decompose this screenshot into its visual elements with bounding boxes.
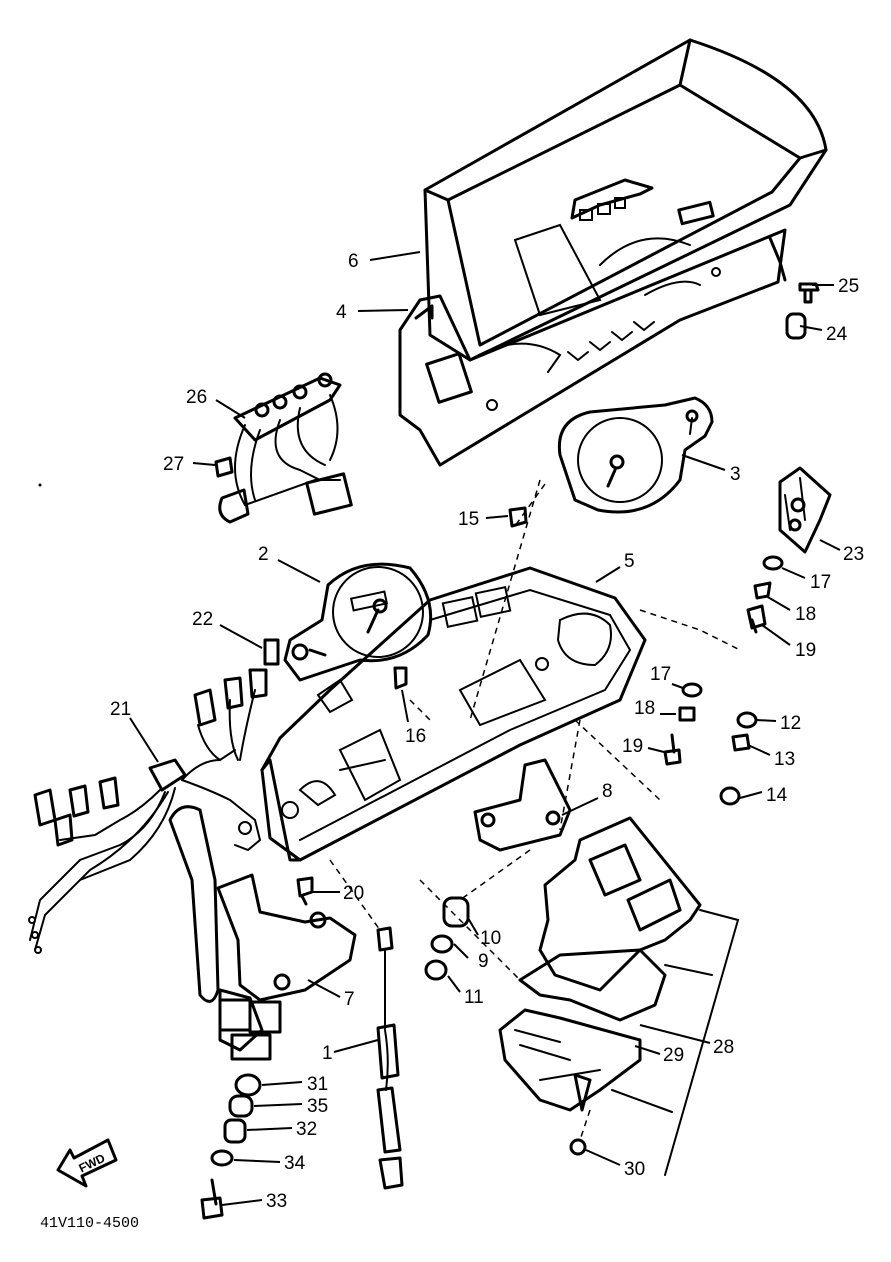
screw-19-right xyxy=(746,604,767,634)
part-label-14: 14 xyxy=(766,785,788,806)
part-label-7: 7 xyxy=(344,989,355,1010)
washer-12 xyxy=(736,711,758,729)
alignment-lines xyxy=(329,479,741,1141)
part-label-11: 11 xyxy=(464,987,484,1008)
bulb-27 xyxy=(214,456,234,478)
diagram-code: 41V110-4500 xyxy=(40,1215,139,1232)
part-label-21: 21 xyxy=(110,699,131,720)
part-label-17-right: 17 xyxy=(810,572,831,593)
screw-20 xyxy=(296,876,314,906)
part-label-29: 29 xyxy=(663,1045,684,1066)
screw-30 xyxy=(569,1138,587,1156)
part-label-23: 23 xyxy=(843,544,864,565)
tachometer-3 xyxy=(557,396,714,514)
wire-harness-26 xyxy=(218,372,353,524)
part-label-24: 24 xyxy=(826,324,848,345)
part-label-20: 20 xyxy=(343,883,364,904)
part-label-12: 12 xyxy=(780,713,801,734)
part-label-25: 25 xyxy=(838,276,859,297)
part-label-10: 10 xyxy=(480,928,501,949)
part-label-18-right: 18 xyxy=(795,604,816,625)
part-label-30: 30 xyxy=(624,1159,645,1180)
nut-14 xyxy=(719,786,741,806)
bulb-16 xyxy=(393,666,408,690)
group-bracket xyxy=(611,909,740,1176)
part-label-17-mid: 17 xyxy=(650,664,671,685)
part-label-19-right: 19 xyxy=(795,640,816,661)
indicator-panel-28 xyxy=(518,816,702,1022)
washer-18-mid xyxy=(678,706,696,722)
part-label-35: 35 xyxy=(307,1096,328,1117)
part-label-1: 1 xyxy=(322,1043,333,1064)
part-label-8: 8 xyxy=(602,781,613,802)
part-label-34: 34 xyxy=(284,1153,306,1174)
bolt-33 xyxy=(200,1178,224,1220)
part-label-6: 6 xyxy=(348,251,359,272)
nut-11 xyxy=(424,959,448,981)
part-label-22: 22 xyxy=(192,609,213,630)
indicator-lens-29 xyxy=(498,1008,642,1112)
bracket-7 xyxy=(216,873,357,1002)
spacer-32 xyxy=(223,1118,247,1144)
screw-19-mid xyxy=(663,733,682,766)
part-label-32: 32 xyxy=(296,1119,317,1140)
part-label-9: 9 xyxy=(478,951,489,972)
cap-31 xyxy=(234,1073,262,1097)
part-label-28: 28 xyxy=(713,1037,734,1058)
part-label-26: 26 xyxy=(186,387,207,408)
screw-25 xyxy=(798,282,820,304)
part-label-15: 15 xyxy=(458,509,479,530)
washer-17-mid xyxy=(681,682,703,698)
part-label-3: 3 xyxy=(730,464,741,485)
bracket-8 xyxy=(473,758,572,852)
washer-18-right xyxy=(753,581,772,600)
bulb-22 xyxy=(263,638,280,666)
part-label-19-mid: 19 xyxy=(622,736,643,757)
washer-34 xyxy=(210,1149,234,1167)
part-label-5: 5 xyxy=(624,551,635,572)
forward-arrow-icon: FWD xyxy=(56,1138,118,1188)
speedometer-2 xyxy=(283,562,433,682)
part-label-33: 33 xyxy=(266,1191,287,1212)
part-label-16: 16 xyxy=(405,726,426,747)
meter-cover xyxy=(423,38,828,362)
leader-lines xyxy=(129,251,841,1206)
meter-cable-1 xyxy=(376,926,404,1190)
meter-case xyxy=(398,178,787,467)
part-label-31: 31 xyxy=(307,1074,328,1095)
switch-assembly-23 xyxy=(778,466,832,554)
washer-17-right xyxy=(762,555,784,571)
part-label-2: 2 xyxy=(258,544,269,565)
part-label-4: 4 xyxy=(336,302,347,323)
grommet-10 xyxy=(442,896,470,928)
part-label-27: 27 xyxy=(163,454,184,475)
washer-13 xyxy=(731,733,751,752)
collar-35 xyxy=(228,1094,254,1118)
meter-base-5 xyxy=(260,566,647,862)
bulb-15 xyxy=(508,506,528,528)
part-labels: 25 24 6 4 26 27 3 15 23 2 5 17 18 19 22 … xyxy=(110,251,864,1212)
part-label-13: 13 xyxy=(774,749,795,770)
part-label-18-mid: 18 xyxy=(634,698,655,719)
washer-9 xyxy=(430,934,454,954)
wire-harness-21 xyxy=(28,483,282,1061)
